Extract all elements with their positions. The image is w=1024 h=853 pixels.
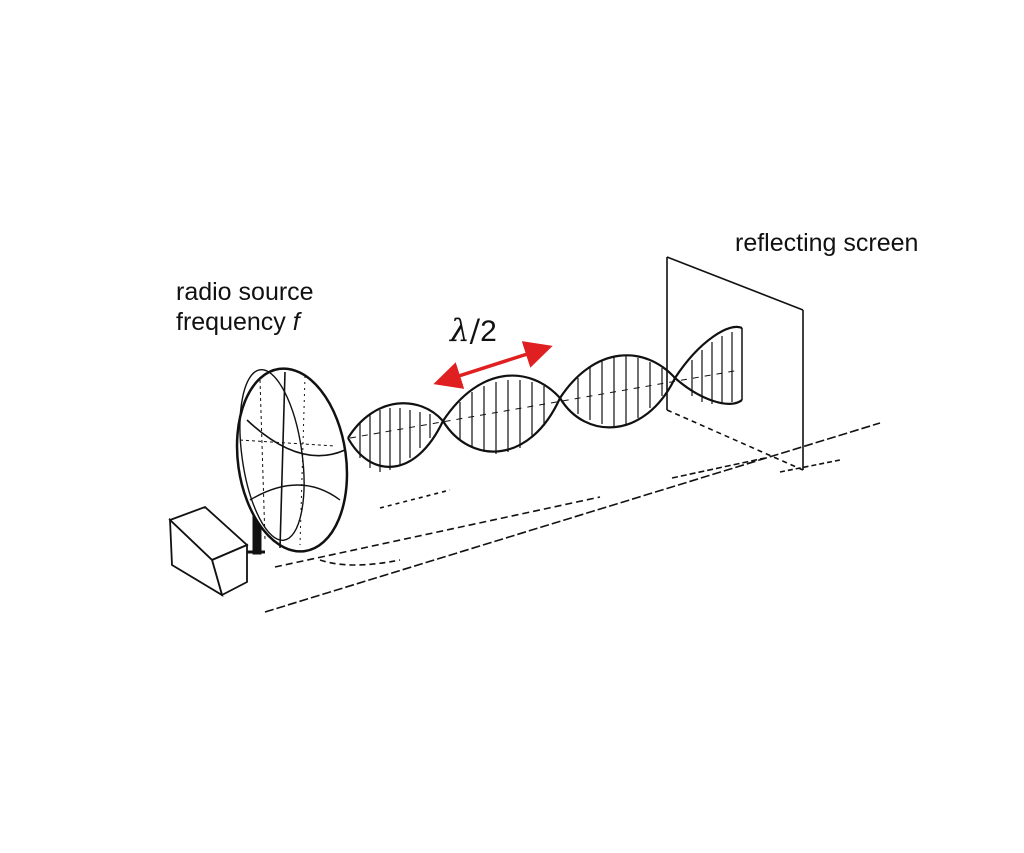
fraction-slash: / xyxy=(469,313,481,349)
reflecting-screen-icon xyxy=(666,256,804,471)
fraction-denominator: 2 xyxy=(480,315,497,348)
floor-rails xyxy=(264,422,881,613)
dish-antenna-icon xyxy=(235,367,349,553)
radio-source-line2: frequency f xyxy=(176,307,314,337)
lambda-symbol: λ xyxy=(450,313,470,349)
half-wavelength-label: λ/2 xyxy=(450,313,497,349)
radio-source-label: radio source frequency f xyxy=(176,277,314,337)
half-wavelength-arrow xyxy=(433,341,553,389)
frequency-variable: f xyxy=(292,308,300,336)
frequency-prefix: frequency xyxy=(176,308,293,336)
reflecting-screen-label: reflecting screen xyxy=(735,229,919,257)
standing-wave-hatching xyxy=(349,332,741,472)
power-box-icon xyxy=(168,505,249,597)
radio-source-line1: radio source xyxy=(176,278,314,306)
